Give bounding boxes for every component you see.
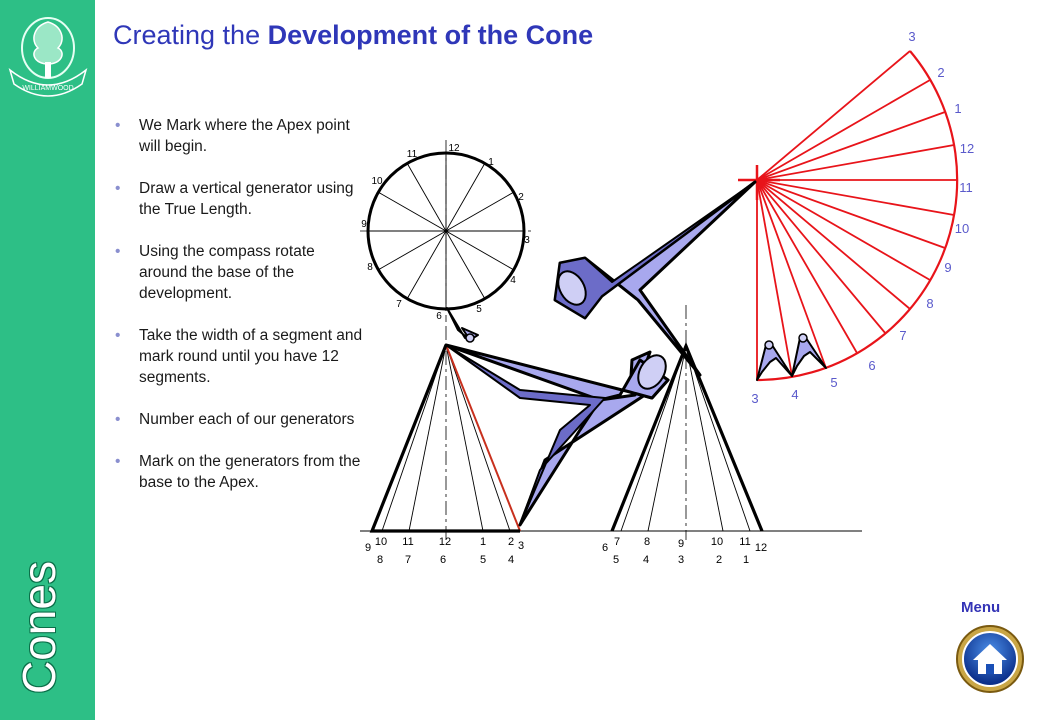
plan-label: 10 xyxy=(371,176,383,187)
development-label: 10 xyxy=(955,221,969,236)
page-title: Creating the Development of the Cone xyxy=(113,20,594,50)
front-label: 10 xyxy=(375,536,387,548)
front-label: 4 xyxy=(508,554,514,566)
instruction-list: We Mark where the Apex point will begin.… xyxy=(115,115,365,514)
plan-label: 7 xyxy=(396,299,402,310)
front-label: 2 xyxy=(508,536,514,548)
development-label: 9 xyxy=(944,260,951,275)
plan-label: 5 xyxy=(476,304,482,315)
side-label: 10 xyxy=(711,536,723,548)
school-crest-logo: WILLIAMWOOD xyxy=(8,17,88,97)
development-label: 3 xyxy=(751,391,758,406)
side-elevation: 7 8 9 10 11 5 4 3 2 1 6 12 xyxy=(602,305,767,566)
development-label: 11 xyxy=(959,180,973,195)
plan-view: 12 1 2 3 4 5 6 7 8 9 10 11 xyxy=(360,140,532,322)
development-label: 4 xyxy=(791,387,798,402)
side-label: 5 xyxy=(613,554,619,566)
development-label: 1 xyxy=(954,101,961,116)
development-label: 6 xyxy=(868,358,875,373)
plan-label: 2 xyxy=(518,192,524,203)
front-label: 5 xyxy=(480,554,486,566)
plan-label: 1 xyxy=(488,157,494,168)
instruction-item: We Mark where the Apex point will begin. xyxy=(115,115,365,157)
front-label: 9 xyxy=(365,542,371,554)
home-button[interactable] xyxy=(955,624,1025,694)
front-label: 12 xyxy=(439,536,451,548)
plan-label: 12 xyxy=(448,143,460,154)
side-label: 3 xyxy=(678,554,684,566)
front-elevation: 10 11 12 1 2 8 7 6 5 4 9 3 xyxy=(365,326,524,566)
front-label: 6 xyxy=(440,554,446,566)
compass-icon xyxy=(446,307,479,343)
instruction-item: Mark on the generators from the base to … xyxy=(115,451,365,493)
front-label: 3 xyxy=(518,540,524,552)
development-label: 8 xyxy=(926,296,933,311)
plan-label: 8 xyxy=(367,262,373,273)
front-label: 1 xyxy=(480,536,486,548)
instruction-item: Number each of our generators xyxy=(115,409,365,430)
development-label: 3 xyxy=(908,29,915,44)
side-label: 11 xyxy=(739,536,750,548)
front-label: 7 xyxy=(405,554,411,566)
instruction-item: Using the compass rotate around the base… xyxy=(115,241,365,304)
plan-label: 3 xyxy=(524,235,530,246)
compass-icon xyxy=(791,333,827,377)
instruction-item: Take the width of a segment and mark rou… xyxy=(115,325,365,388)
side-label: 12 xyxy=(755,542,767,554)
side-label: 7 xyxy=(614,536,620,548)
front-label: 8 xyxy=(377,554,383,566)
plan-label: 4 xyxy=(510,275,516,286)
menu-label: Menu xyxy=(961,599,1001,616)
instruction-item: Draw a vertical generator using the True… xyxy=(115,178,365,220)
home-icon xyxy=(973,644,1007,674)
development-fan: 3 4 5 6 7 8 9 10 11 12 1 2 3 xyxy=(738,29,974,406)
development-label: 12 xyxy=(960,141,974,156)
development-label: 2 xyxy=(937,65,944,80)
compass-icon xyxy=(444,343,670,527)
development-label: 7 xyxy=(899,328,906,343)
sidebar: WILLIAMWOOD Cones xyxy=(0,0,95,720)
side-label: 8 xyxy=(644,536,650,548)
svg-text:WILLIAMWOOD: WILLIAMWOOD xyxy=(22,85,73,92)
plan-label: 6 xyxy=(436,311,442,322)
plan-label: 11 xyxy=(407,149,418,160)
front-label: 11 xyxy=(402,536,413,548)
development-label: 5 xyxy=(830,375,837,390)
compass-icon xyxy=(553,180,757,377)
side-label: 6 xyxy=(602,542,608,554)
side-label: 9 xyxy=(678,538,684,550)
side-label: 4 xyxy=(643,554,649,566)
plan-label: 9 xyxy=(361,219,367,230)
side-label: 2 xyxy=(716,554,722,566)
compass-icon xyxy=(756,340,793,381)
side-label: 1 xyxy=(743,554,749,566)
